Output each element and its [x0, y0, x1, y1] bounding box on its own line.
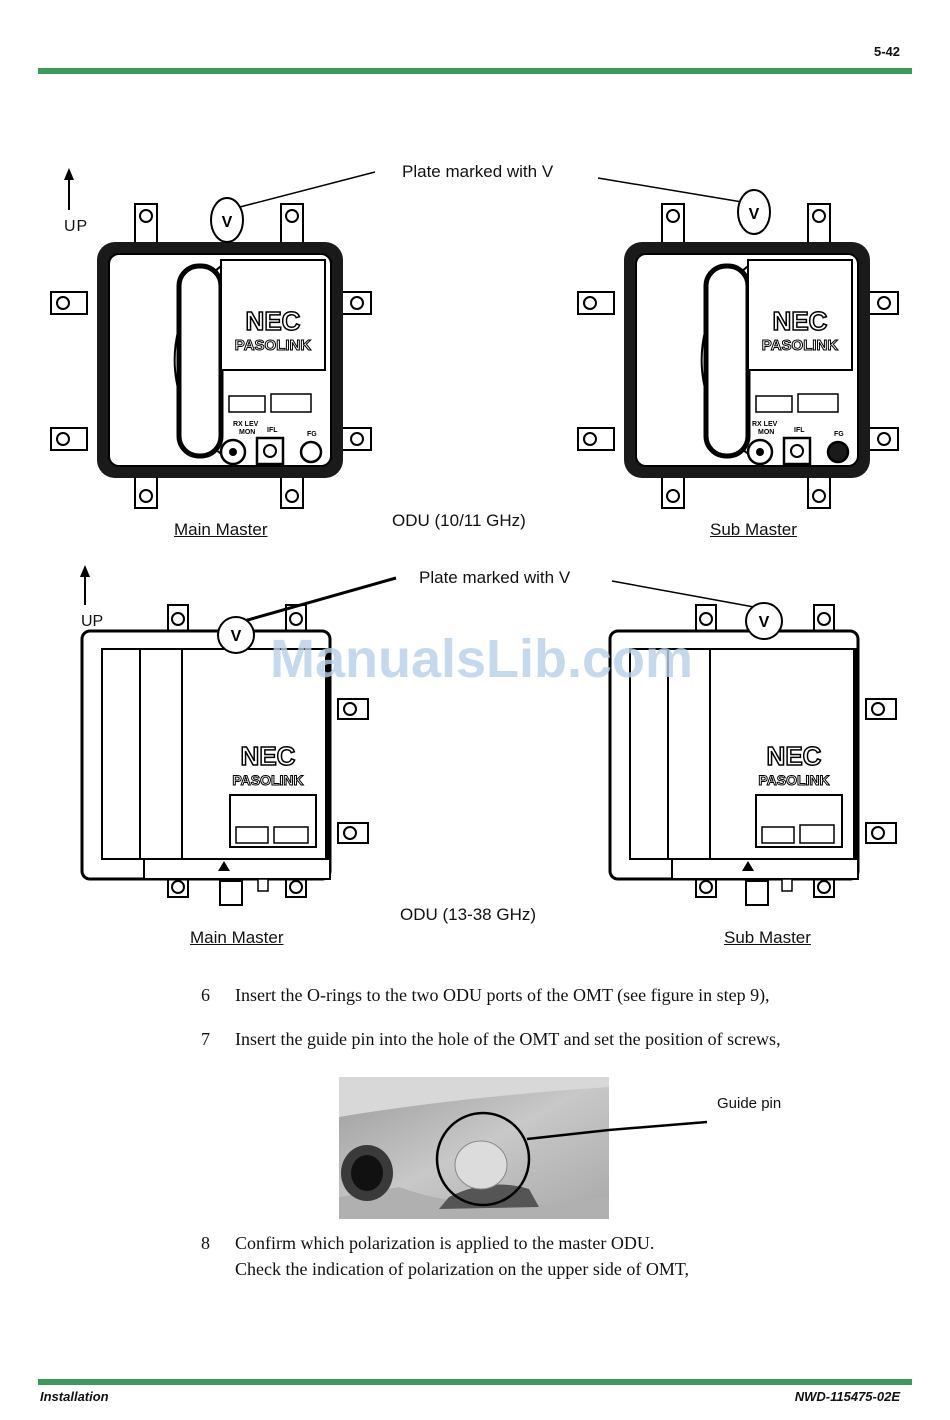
fig1-caption: ODU (10/11 GHz) — [392, 511, 526, 530]
port-fg: FG — [834, 431, 844, 438]
brand-pasolink: PASOLINK — [762, 337, 839, 354]
watermark: ManualsLib.com — [270, 629, 694, 689]
fig2-caption: ODU (13-38 GHz) — [400, 905, 537, 924]
fig2-plate-label: Plate marked with V — [419, 568, 571, 587]
header-rule — [38, 68, 912, 74]
odu-sub-master-drawing: V NEC PASOLINK RX LEV MON IFL FG — [577, 189, 899, 509]
plate-letter: V — [222, 214, 233, 231]
up-arrow-icon — [64, 168, 74, 210]
port-ifl: IFL — [267, 427, 278, 434]
brand-nec: NEC — [241, 741, 296, 771]
step-text: Insert the guide pin into the hole of th… — [235, 1029, 781, 1049]
footer-section: Installation — [40, 1389, 109, 1404]
figure-odu-13-38: V NEC PASOLINK V NEC PASOLINK — [80, 565, 897, 906]
step-number: 6 — [201, 985, 210, 1005]
brand-pasolink: PASOLINK — [235, 337, 312, 354]
footer-rule — [38, 1379, 912, 1385]
brand-pasolink: PASOLINK — [758, 772, 829, 788]
step-text: Insert the O-rings to the two ODU ports … — [235, 985, 770, 1005]
odu-main-master-drawing: V NEC PASOLINK RX LEV MON IFL FG — [50, 197, 372, 509]
port-mon: MON — [758, 429, 774, 436]
fig1-sub-master-label: Sub Master — [710, 520, 797, 539]
step-text: Confirm which polarization is applied to… — [235, 1233, 655, 1253]
fig1-main-master-label: Main Master — [174, 520, 268, 539]
brand-nec: NEC — [767, 741, 822, 771]
guide-pin-photo — [339, 1077, 609, 1219]
step-number: 7 — [201, 1029, 210, 1049]
port-fg: FG — [307, 431, 317, 438]
guide-pin-leader — [609, 1120, 708, 1132]
fig2-up-label: UP — [81, 613, 104, 630]
port-rxlev: RX LEV — [233, 421, 259, 428]
plate-letter: V — [759, 614, 770, 631]
odu-main-master-drawing: V NEC PASOLINK — [80, 604, 369, 906]
plate-letter: V — [749, 206, 760, 223]
step-text-continued: Check the indication of polarization on … — [235, 1259, 690, 1279]
port-rxlev: RX LEV — [752, 421, 778, 428]
brand-pasolink: PASOLINK — [232, 772, 303, 788]
port-mon: MON — [239, 429, 255, 436]
fig2-sub-master-label: Sub Master — [724, 928, 811, 947]
page-number: 5-42 — [873, 44, 900, 59]
figure-odu-10-11: V NEC PASOLINK RX LEV MON IFL FG — [50, 168, 899, 509]
brand-nec: NEC — [246, 306, 301, 336]
step-number: 8 — [201, 1233, 210, 1253]
fig1-plate-label: Plate marked with V — [402, 162, 554, 181]
footer-doc-number: NWD-115475-02E — [794, 1389, 900, 1404]
guide-pin-label: Guide pin — [717, 1095, 782, 1112]
odu-sub-master-drawing: V NEC PASOLINK — [608, 602, 897, 906]
brand-nec: NEC — [773, 306, 828, 336]
fig1-up-label: UP — [64, 218, 89, 235]
fig2-main-master-label: Main Master — [190, 928, 284, 947]
port-ifl: IFL — [794, 427, 805, 434]
plate-letter: V — [231, 628, 242, 645]
up-arrow-icon — [80, 565, 90, 605]
